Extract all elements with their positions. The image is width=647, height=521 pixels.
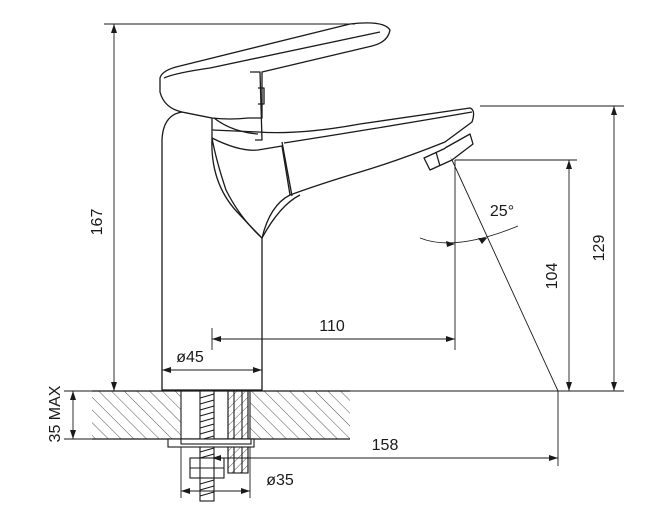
mounting-hardware	[167, 390, 255, 502]
dimension-lines	[64, 23, 624, 498]
faucet-body	[159, 22, 475, 391]
dimension-total-height: 167	[89, 209, 106, 236]
dimension-total-reach: 158	[372, 437, 399, 454]
dimension-outlet-height: 104	[544, 263, 561, 290]
dimension-max-counter-thickness: 35 MAX	[47, 385, 64, 442]
dimension-base-diameter: ø45	[176, 349, 204, 366]
dimension-spout-reach: 110	[319, 318, 345, 335]
dimension-hole-diameter: ø35	[266, 472, 294, 489]
dimension-swivel-angle: 25°	[490, 203, 514, 220]
dimension-arrows	[70, 24, 617, 494]
dimension-spout-height: 129	[591, 235, 608, 262]
countertop-section	[92, 390, 560, 440]
